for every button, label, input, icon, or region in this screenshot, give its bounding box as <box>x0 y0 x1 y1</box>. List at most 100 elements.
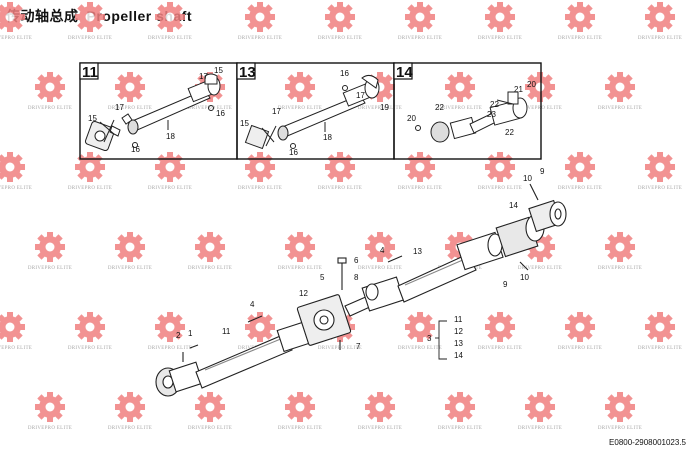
callout-label: 9 <box>540 167 545 176</box>
svg-text:DRIVEPRO ELITE: DRIVEPRO ELITE <box>318 186 362 191</box>
inset-14-label-7: 22 <box>505 128 514 137</box>
inset-13-labels: 16 17 17 19 15 16 18 <box>240 69 389 157</box>
watermark-logo: DRIVEPRO ELITE <box>598 232 642 271</box>
svg-text:DRIVEPRO ELITE: DRIVEPRO ELITE <box>358 106 402 111</box>
watermark-logo: DRIVEPRO ELITE <box>318 2 362 41</box>
svg-text:DRIVEPRO ELITE: DRIVEPRO ELITE <box>278 426 322 431</box>
inset-13-label-4: 19 <box>380 103 389 112</box>
svg-text:DRIVEPRO ELITE: DRIVEPRO ELITE <box>358 266 402 271</box>
watermark-logo: DRIVEPRO ELITE <box>398 2 442 41</box>
callout-label: 8 <box>354 273 359 282</box>
watermark-logo: DRIVEPRO ELITE <box>148 312 192 351</box>
svg-text:DRIVEPRO ELITE: DRIVEPRO ELITE <box>398 346 442 351</box>
svg-text:DRIVEPRO ELITE: DRIVEPRO ELITE <box>478 346 522 351</box>
svg-text:DRIVEPRO ELITE: DRIVEPRO ELITE <box>518 426 562 431</box>
watermark-logo: DRIVEPRO ELITE <box>148 152 192 191</box>
watermark-logo: DRIVEPRO ELITE <box>558 2 602 41</box>
svg-text:DRIVEPRO ELITE: DRIVEPRO ELITE <box>148 346 192 351</box>
watermark-logo: DRIVEPRO ELITE <box>558 152 602 191</box>
watermark-logo: DRIVEPRO ELITE <box>238 2 282 41</box>
svg-text:DRIVEPRO ELITE: DRIVEPRO ELITE <box>558 36 602 41</box>
watermark-logo: DRIVEPRO ELITE <box>358 392 402 431</box>
svg-text:DRIVEPRO ELITE: DRIVEPRO ELITE <box>68 346 112 351</box>
svg-text:DRIVEPRO ELITE: DRIVEPRO ELITE <box>518 266 562 271</box>
watermark-logo: DRIVEPRO ELITE <box>518 392 562 431</box>
inset-14-label-5: 22 <box>490 100 499 109</box>
callout-label: 12 <box>299 289 308 298</box>
watermark-logo: DRIVEPRO ELITE <box>518 232 562 271</box>
callout-label: 10 <box>520 273 529 282</box>
watermark-logo: DRIVEPRO ELITE <box>478 2 522 41</box>
inset-13-label-1: 16 <box>340 69 349 78</box>
svg-text:DRIVEPRO ELITE: DRIVEPRO ELITE <box>188 106 232 111</box>
inset-11-label-3: 17 <box>115 103 124 112</box>
watermark-logo: DRIVEPRO ELITE <box>278 232 322 271</box>
legend-item: 13 <box>454 339 463 348</box>
svg-text:DRIVEPRO ELITE: DRIVEPRO ELITE <box>238 36 282 41</box>
watermark-logo: DRIVEPRO ELITE <box>398 152 442 191</box>
watermark-logo: DRIVEPRO ELITE <box>28 392 72 431</box>
watermark-layer: DRIVEPRO ELITE DRIVEPRO ELITE DRIVEPRO ELI… <box>0 2 682 431</box>
svg-text:DRIVEPRO ELITE: DRIVEPRO ELITE <box>438 106 482 111</box>
svg-text:DRIVEPRO ELITE: DRIVEPRO ELITE <box>108 106 152 111</box>
callout-label: 7 <box>356 342 361 351</box>
svg-text:DRIVEPRO ELITE: DRIVEPRO ELITE <box>318 36 362 41</box>
watermark-logo: DRIVEPRO ELITE <box>518 72 562 111</box>
watermark-logo: DRIVEPRO ELITE <box>598 72 642 111</box>
svg-text:DRIVEPRO ELITE: DRIVEPRO ELITE <box>558 186 602 191</box>
watermark-logo: DRIVEPRO ELITE <box>188 232 232 271</box>
inset-14-label-6: 23 <box>487 110 496 119</box>
watermark-logo: DRIVEPRO ELITE <box>278 72 322 111</box>
svg-text:DRIVEPRO ELITE: DRIVEPRO ELITE <box>518 106 562 111</box>
callout-label: 4 <box>380 246 385 255</box>
svg-text:DRIVEPRO ELITE: DRIVEPRO ELITE <box>638 346 682 351</box>
inset-14-label-4: 20 <box>407 114 416 123</box>
inset-11-label-6: 16 <box>131 145 140 154</box>
inset-11-number: 11 <box>82 64 98 81</box>
watermark-logo: DRIVEPRO ELITE <box>68 312 112 351</box>
inset-14-label-2: 21 <box>514 85 523 94</box>
inset-13-number: 13 <box>239 64 256 81</box>
inset-11-drawing <box>84 73 221 152</box>
svg-text:DRIVEPRO ELITE: DRIVEPRO ELITE <box>598 106 642 111</box>
inset-13-label-5: 15 <box>240 119 249 128</box>
watermark-logo: DRIVEPRO ELITE <box>0 312 32 351</box>
svg-text:DRIVEPRO ELITE: DRIVEPRO ELITE <box>68 186 112 191</box>
watermark-logo: DRIVEPRO ELITE <box>28 72 72 111</box>
inset-11-label-1: 17 <box>199 72 208 81</box>
watermark-logo: DRIVEPRO ELITE <box>558 312 602 351</box>
inset-number-boxes <box>79 62 413 80</box>
watermark-logo: DRIVEPRO ELITE <box>438 72 482 111</box>
inset-11-labels: 17 15 17 16 15 16 18 <box>88 66 225 154</box>
svg-text:DRIVEPRO ELITE: DRIVEPRO ELITE <box>398 186 442 191</box>
watermark-logo: DRIVEPRO ELITE <box>108 232 152 271</box>
watermark-logo: DRIVEPRO ELITE <box>0 2 32 41</box>
watermark-logo: DRIVEPRO ELITE <box>108 392 152 431</box>
callout-label: 1 <box>188 329 193 338</box>
svg-text:DRIVEPRO ELITE: DRIVEPRO ELITE <box>438 426 482 431</box>
inset-14-labels: 20 21 22 20 22 23 22 <box>407 80 536 137</box>
svg-text:DRIVEPRO ELITE: DRIVEPRO ELITE <box>68 36 112 41</box>
legend-bracket <box>435 320 447 360</box>
svg-text:DRIVEPRO ELITE: DRIVEPRO ELITE <box>278 266 322 271</box>
legend-lead: 3 <box>427 334 432 343</box>
watermark-logo: DRIVEPRO ELITE <box>358 72 402 111</box>
callout-label: 9 <box>503 280 508 289</box>
watermark-logo: DRIVEPRO ELITE <box>438 392 482 431</box>
inset-14-drawing <box>415 91 528 143</box>
inset-13-label-6: 16 <box>289 148 298 157</box>
svg-text:DRIVEPRO ELITE: DRIVEPRO ELITE <box>148 186 192 191</box>
svg-text:DRIVEPRO ELITE: DRIVEPRO ELITE <box>28 106 72 111</box>
svg-text:DRIVEPRO ELITE: DRIVEPRO ELITE <box>28 426 72 431</box>
watermark-logo: DRIVEPRO ELITE <box>278 392 322 431</box>
title-chinese: 传动轴总成 <box>6 9 79 25</box>
watermark-logo: DRIVEPRO ELITE <box>638 312 682 351</box>
watermark-logo: DRIVEPRO ELITE <box>478 152 522 191</box>
svg-text:DRIVEPRO ELITE: DRIVEPRO ELITE <box>0 346 32 351</box>
inset-14-label-1: 20 <box>527 80 536 89</box>
svg-text:DRIVEPRO ELITE: DRIVEPRO ELITE <box>598 266 642 271</box>
inset-frames <box>79 62 542 160</box>
callout-label: 14 <box>509 201 518 210</box>
legend-item: 12 <box>454 327 463 336</box>
svg-text:DRIVEPRO ELITE: DRIVEPRO ELITE <box>0 36 32 41</box>
